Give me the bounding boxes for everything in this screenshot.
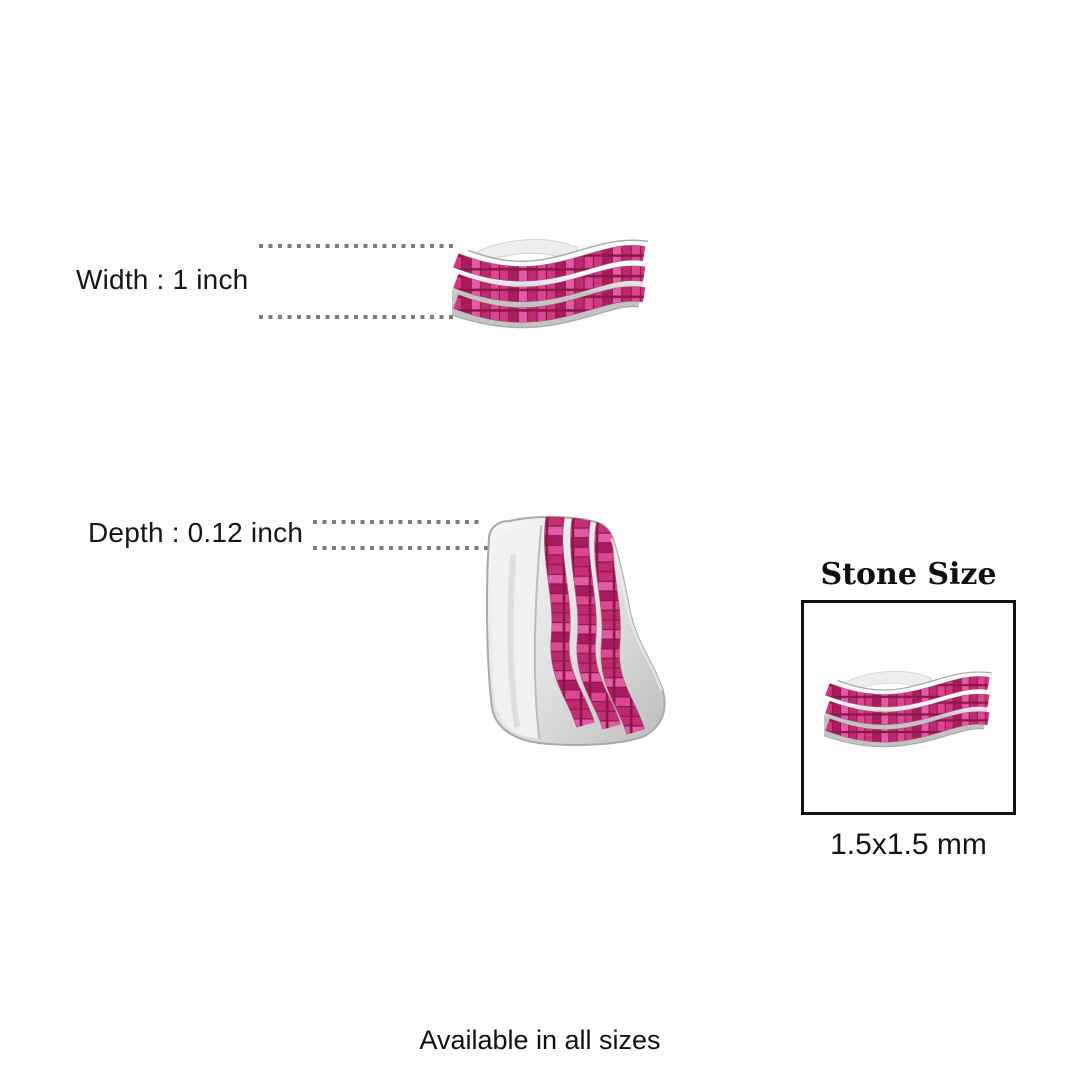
stone-size-title: Stone Size [820, 557, 997, 592]
stone-size-box [801, 600, 1016, 815]
width-dimension-line-top [259, 244, 457, 248]
depth-dimension-line-bottom [313, 546, 489, 550]
availability-text: Available in all sizes [419, 1025, 661, 1055]
stone-size-value: 1.5x1.5 mm [830, 828, 987, 861]
width-dimension-line-bottom [259, 315, 457, 319]
ring-stone-size-image [824, 665, 992, 753]
ring-perspective-view-image [483, 512, 669, 748]
depth-dimension-label: Depth : 0.12 inch [88, 517, 304, 548]
width-dimension-label: Width : 1 inch [76, 264, 249, 295]
ring-front-view-image [452, 232, 648, 335]
depth-dimension-line-top [313, 520, 483, 524]
